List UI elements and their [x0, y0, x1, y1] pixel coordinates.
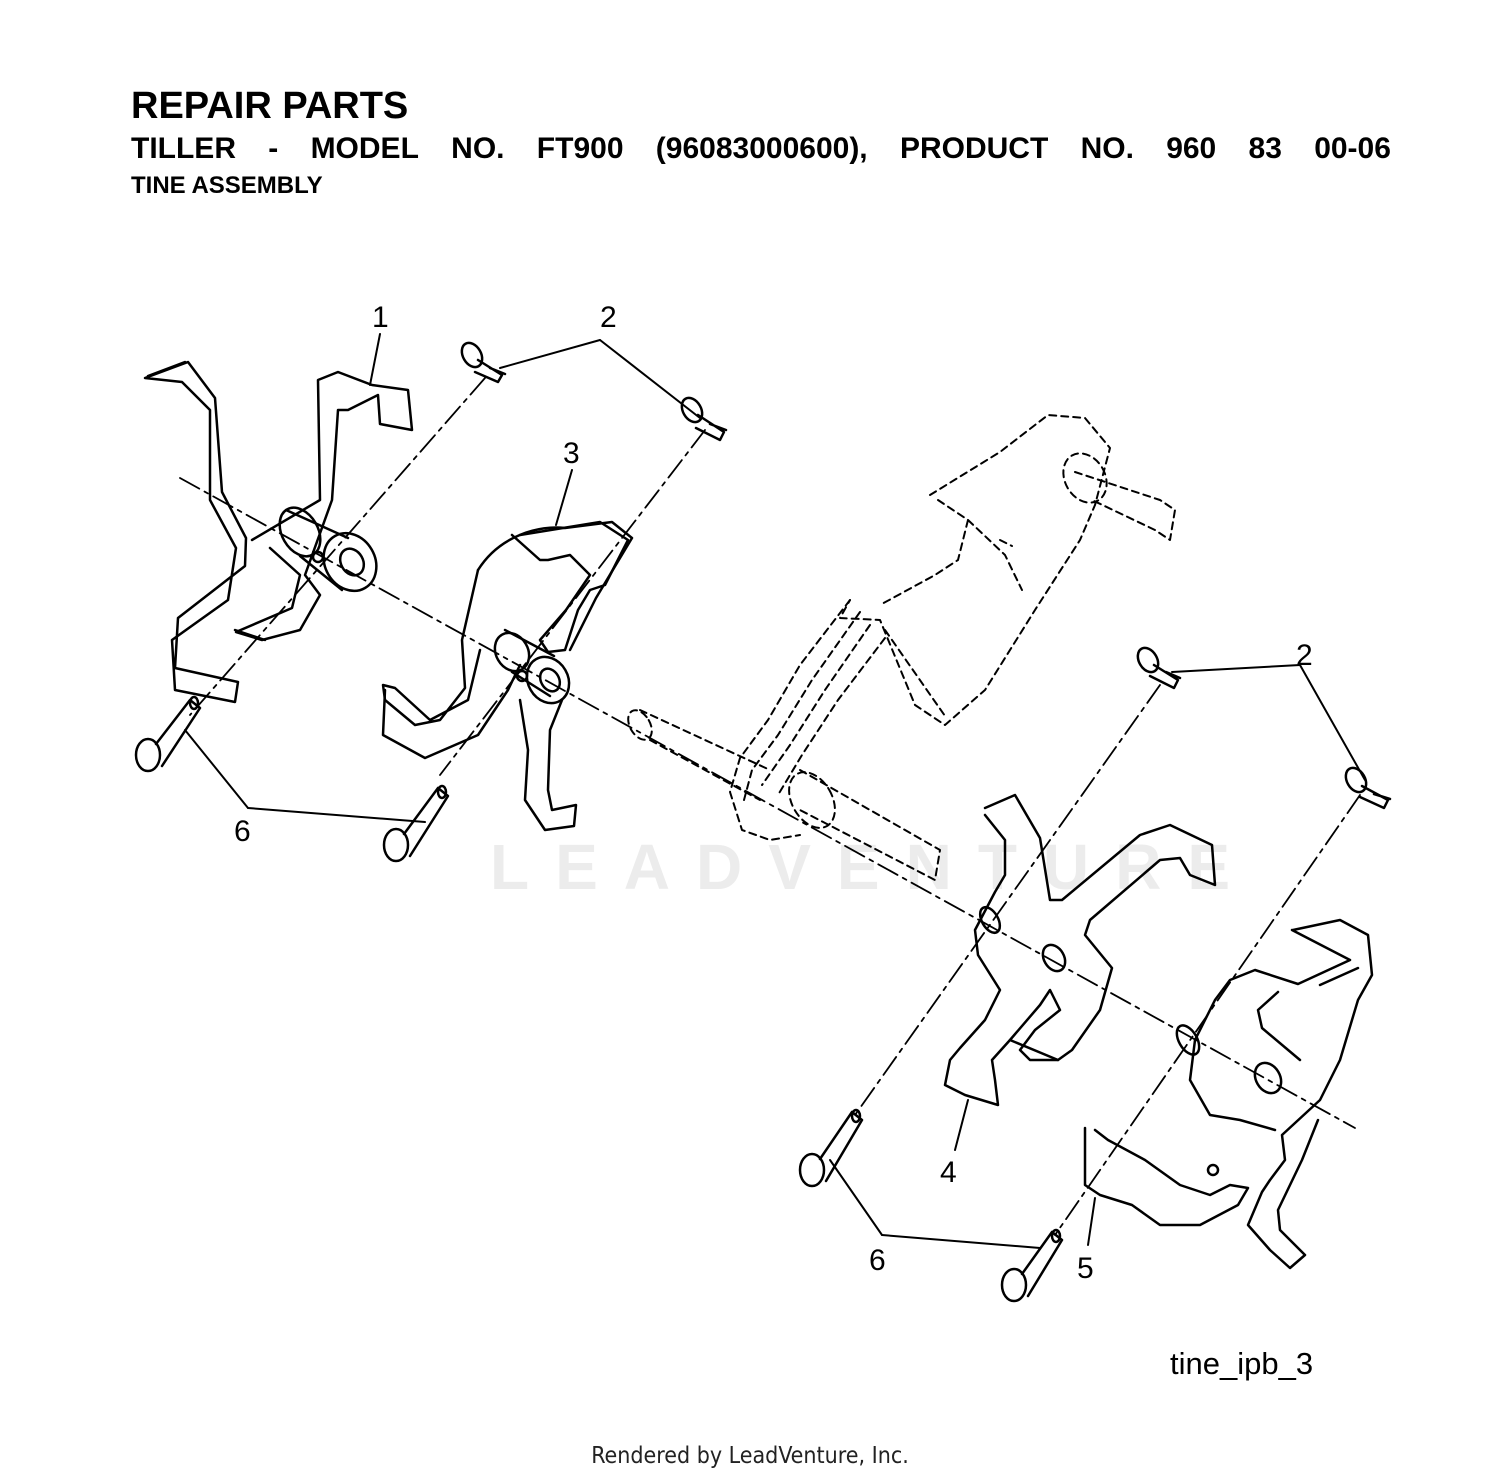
- clip-part-2-b: [680, 396, 728, 442]
- callout-part-2-right: 2: [1296, 639, 1313, 672]
- subtitle-word: (96083000600),: [655, 132, 868, 165]
- callout-part-6-right: 6: [869, 1244, 886, 1277]
- subtitle-word: PRODUCT: [899, 132, 1049, 165]
- section-title: TINE ASSEMBLY: [131, 172, 323, 199]
- subtitle-word: FT900: [536, 132, 624, 165]
- subtitle-word: -: [268, 132, 279, 165]
- figure-id: tine_ipb_3: [1170, 1346, 1314, 1381]
- subtitle-word: TILLER: [131, 132, 236, 165]
- clip-part-2-d: [1344, 766, 1392, 810]
- callout-part-3: 3: [563, 437, 580, 470]
- subtitle-word: 00-06: [1314, 132, 1391, 165]
- subtitle-word: NO.: [1080, 132, 1134, 165]
- footer-credit: Rendered by LeadVenture, Inc.: [591, 1443, 909, 1469]
- callout-part-5: 5: [1077, 1252, 1094, 1285]
- tine-part-5: [1083, 918, 1374, 1270]
- pin-part-6-d: [1000, 1228, 1064, 1303]
- axle-centerline: [179, 477, 1356, 1129]
- callout-labels: 1 2 2 3 4 5 6 6: [234, 301, 1313, 1285]
- subtitle-word: 960: [1166, 132, 1217, 165]
- tine-part-4: [943, 793, 1217, 1107]
- callout-part-2-left: 2: [600, 301, 617, 334]
- pin-axis-lines: [189, 377, 1361, 1236]
- subtitle-word: MODEL: [310, 132, 419, 165]
- leader-lines: [184, 333, 1366, 1249]
- pin-part-6-c: [798, 1108, 864, 1188]
- subtitle-word: 83: [1248, 132, 1282, 165]
- tine-part-3: [381, 520, 634, 832]
- clip-part-2-c: [1136, 646, 1182, 690]
- callout-part-4: 4: [940, 1156, 957, 1189]
- subtitle-word: NO.: [451, 132, 505, 165]
- tiller-housing-phantom: [627, 414, 1176, 881]
- callout-part-1: 1: [372, 301, 389, 334]
- callout-part-6-left: 6: [234, 815, 251, 848]
- pin-part-6-a: [134, 695, 202, 773]
- clip-part-2-a: [460, 341, 507, 384]
- pin-part-6-b: [382, 784, 450, 863]
- tine-part-1: [143, 360, 414, 704]
- page-title: REPAIR PARTS: [131, 85, 409, 127]
- watermark: LEADVENTURE: [490, 831, 1257, 903]
- page-subtitle: TILLER-MODEL NO. FT900 (96083000600), PRODUC…: [131, 131, 1391, 167]
